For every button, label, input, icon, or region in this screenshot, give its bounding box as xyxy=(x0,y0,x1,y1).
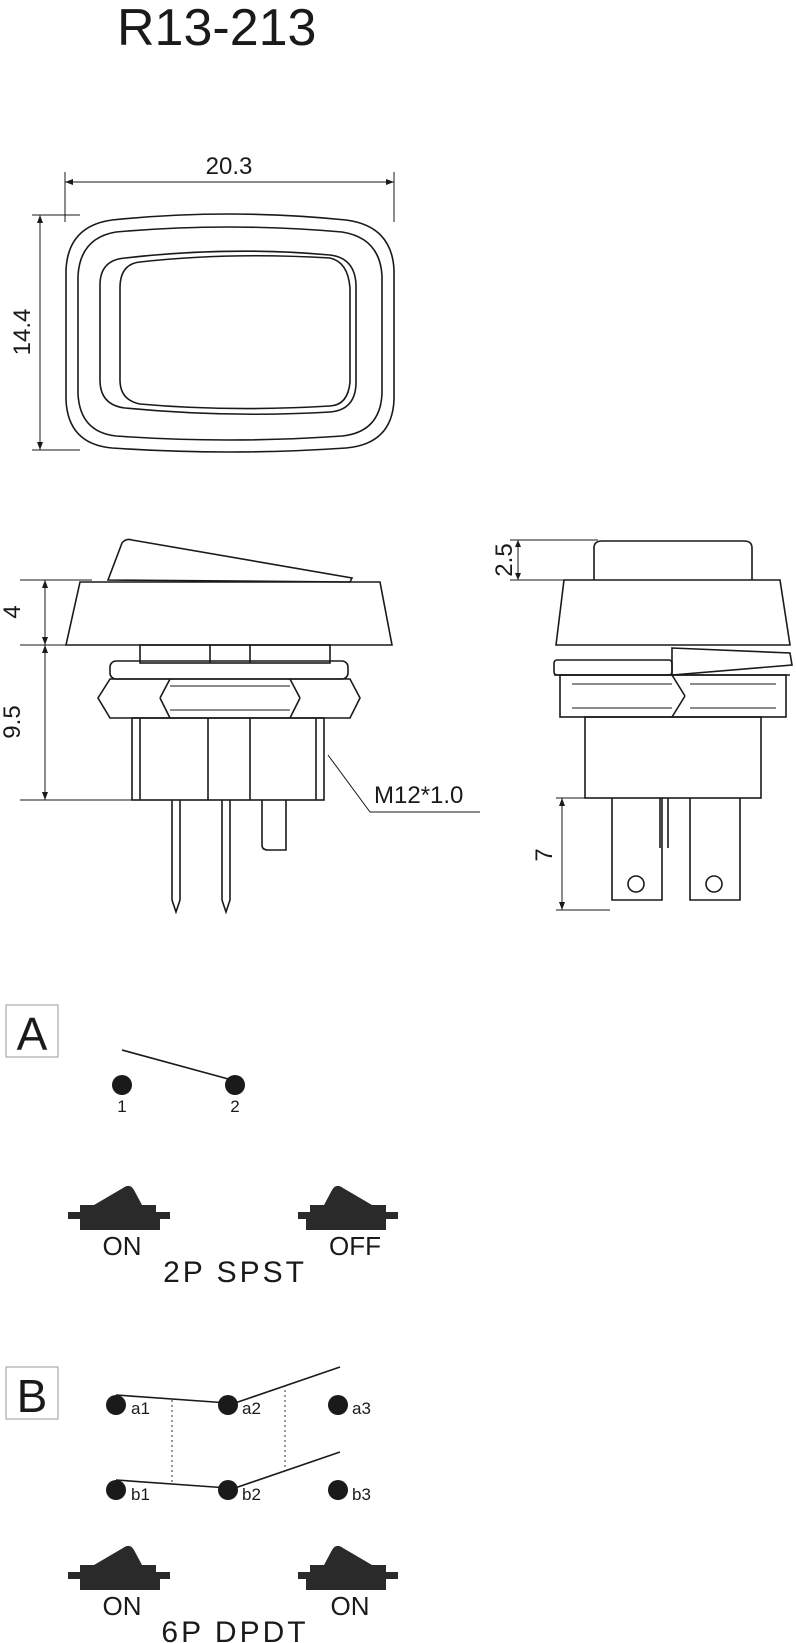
pin-b3-label: b3 xyxy=(352,1485,371,1504)
pin-1-dot xyxy=(112,1075,132,1095)
pin-b2-dot xyxy=(218,1480,238,1500)
switch-type-b: 6P DPDT xyxy=(161,1616,308,1643)
pin-a3-label: a3 xyxy=(352,1399,371,1418)
thread-label: M12*1.0 xyxy=(374,782,463,809)
pin-a2-label: a2 xyxy=(242,1399,261,1418)
section-a: A 1 2 ON OFF 2P SPST xyxy=(5,1004,398,1289)
body-height-label: 9.5 xyxy=(0,705,26,738)
pin-b3-dot xyxy=(328,1480,348,1500)
pin-2-dot xyxy=(225,1075,245,1095)
section-b: B a1 a2 a3 b1 b2 b3 ON ON 6P DPDT xyxy=(5,1366,398,1643)
height-dimension-label: 14.4 xyxy=(9,309,36,356)
rocker-on-icon xyxy=(68,1185,170,1230)
section-b-letter: B xyxy=(17,1370,48,1422)
width-dimension-label: 20.3 xyxy=(206,153,253,180)
front-view: 4 9.5 M12*1.0 xyxy=(0,538,480,915)
cap-height-label: 4 xyxy=(0,605,26,618)
state-right-label: OFF xyxy=(329,1231,381,1261)
pin-a1-label: a1 xyxy=(131,1399,150,1418)
pin-1-label: 1 xyxy=(117,1097,126,1116)
rocker-height-label: 2.5 xyxy=(491,543,518,576)
state-left-label: ON xyxy=(103,1231,142,1261)
top-view: 20.3 14.4 xyxy=(9,153,395,453)
terminal-length-label: 7 xyxy=(531,848,558,861)
switch-type-a: 2P SPST xyxy=(163,1256,307,1289)
pin-a3-dot xyxy=(328,1395,348,1415)
rocker-on-right-icon xyxy=(298,1545,398,1590)
rocker-off-icon xyxy=(298,1185,398,1230)
pin-a2-dot xyxy=(218,1395,238,1415)
section-a-letter: A xyxy=(17,1008,48,1060)
pin-a1-dot xyxy=(106,1395,126,1415)
pin-b1-label: b1 xyxy=(131,1485,150,1504)
pin-b2-label: b2 xyxy=(242,1485,261,1504)
rocker-on-left-icon xyxy=(68,1545,170,1590)
pin-2-label: 2 xyxy=(230,1097,239,1116)
side-view: 2.5 7 xyxy=(491,539,793,911)
title: R13-213 xyxy=(117,0,316,57)
state-b-left-label: ON xyxy=(103,1591,142,1621)
pin-b1-dot xyxy=(106,1480,126,1500)
state-b-right-label: ON xyxy=(331,1591,370,1621)
